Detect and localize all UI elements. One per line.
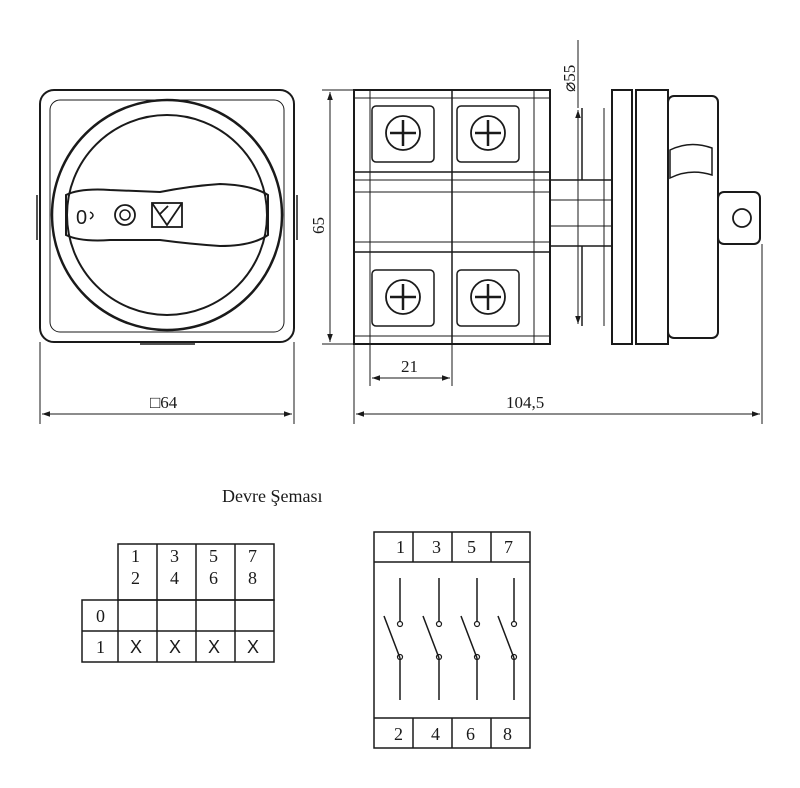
terminal-screw-icon bbox=[456, 105, 520, 163]
contact-top-label: 1 bbox=[396, 537, 405, 557]
contact-bottom-label: 8 bbox=[503, 724, 512, 744]
dimension-pitch: 21 bbox=[401, 357, 418, 376]
terminal-screw-icon bbox=[456, 269, 520, 327]
terminal-screw-icon bbox=[371, 269, 435, 327]
dimension-diameter: ⌀55 bbox=[560, 65, 579, 92]
switch-contact-icon bbox=[422, 578, 443, 700]
lock-hole-icon bbox=[114, 204, 136, 226]
contact-top-label: 3 bbox=[432, 537, 441, 557]
table-row-position: 0 bbox=[96, 606, 105, 626]
table-header: 2 bbox=[131, 568, 140, 588]
table-header: 3 bbox=[170, 546, 179, 566]
schema-title: Devre Şeması bbox=[222, 486, 322, 506]
contact-bottom-label: 2 bbox=[394, 724, 403, 744]
padlock-tab-icon bbox=[717, 191, 761, 245]
brand-logo-icon bbox=[151, 202, 183, 228]
contact-diagram bbox=[373, 531, 531, 749]
switch-contact-icon bbox=[383, 578, 404, 700]
table-header: 5 bbox=[209, 546, 218, 566]
contact-top-label: 5 bbox=[467, 537, 476, 557]
switch-contact-icon bbox=[460, 578, 481, 700]
dimension-lines bbox=[39, 40, 763, 424]
table-header: 6 bbox=[209, 568, 218, 588]
table-cell: X bbox=[169, 637, 181, 657]
table-header: 8 bbox=[248, 568, 257, 588]
knob-position-label: 0 bbox=[76, 207, 87, 229]
switching-table bbox=[81, 543, 275, 663]
table-cell: X bbox=[247, 637, 259, 657]
switch-contact-icon bbox=[497, 578, 518, 700]
table-header: 4 bbox=[170, 568, 179, 588]
table-header: 7 bbox=[248, 546, 257, 566]
table-cell: X bbox=[208, 637, 220, 657]
dimension-total-length: 104,5 bbox=[506, 393, 544, 412]
contact-bottom-label: 4 bbox=[431, 724, 440, 744]
table-header: 1 bbox=[131, 546, 140, 566]
knob: 0 bbox=[50, 98, 284, 332]
side-view bbox=[353, 89, 761, 345]
table-row-position: 1 bbox=[96, 637, 105, 657]
dimension-front-width: □64 bbox=[150, 393, 178, 412]
terminal-screw-icon bbox=[371, 105, 435, 163]
dimension-height: 65 bbox=[309, 217, 328, 234]
table-cell: X bbox=[130, 637, 142, 657]
front-view: 0 bbox=[36, 89, 298, 345]
contact-top-label: 7 bbox=[504, 537, 513, 557]
contact-bottom-label: 6 bbox=[466, 724, 475, 744]
